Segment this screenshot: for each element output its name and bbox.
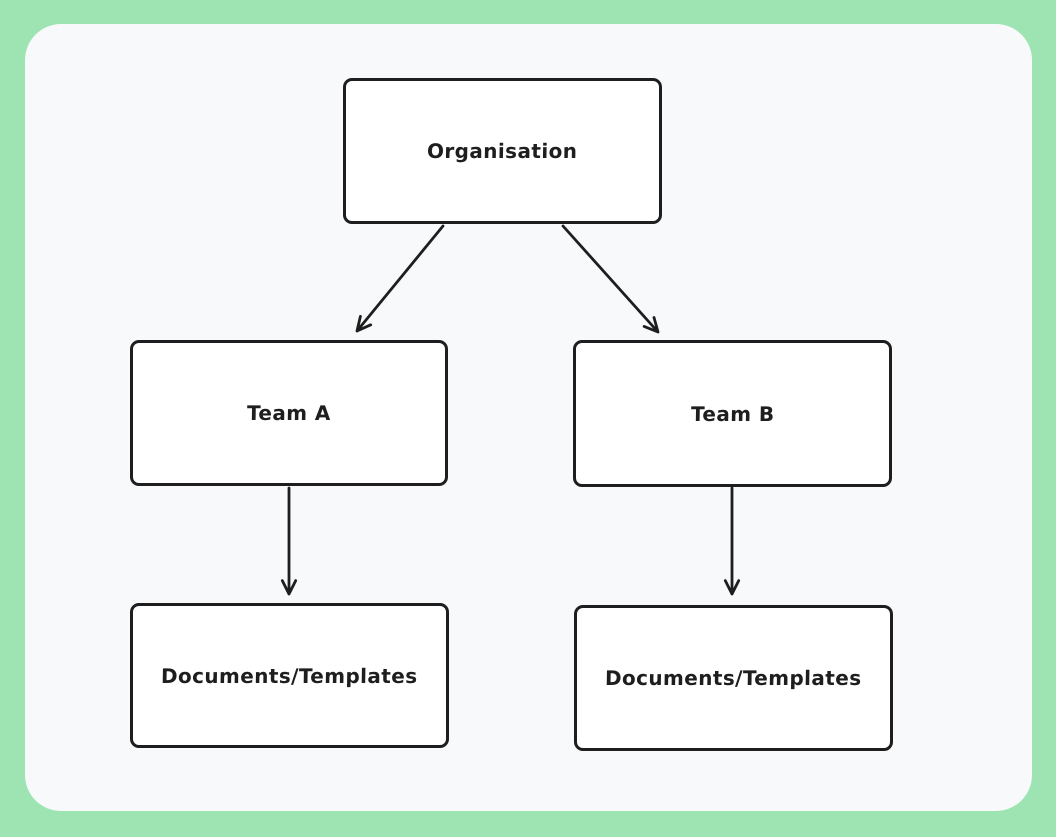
node-team-b[interactable]: Team B [573,340,892,487]
node-documents-team-a[interactable]: Documents/Templates [130,603,449,748]
node-label: Documents/Templates [605,666,862,690]
node-label: Documents/Templates [161,663,418,688]
node-label: Organisation [427,139,578,163]
node-documents-team-b[interactable]: Documents/Templates [574,605,893,751]
node-label: Team B [690,401,775,426]
node-organisation[interactable]: Organisation [343,78,662,224]
node-team-a[interactable]: Team A [130,340,448,486]
node-label: Team A [246,401,332,425]
